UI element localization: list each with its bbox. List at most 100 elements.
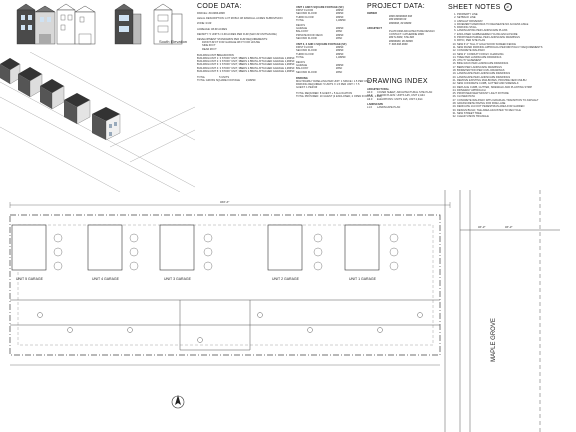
sheet-title: COVER SHEET, ARCHITECTURAL SITE PLAN (377, 91, 433, 95)
sheet-note-item: DRIVEWAY APPROACH (457, 89, 574, 92)
sheet-note-item: TREE PER LANDSCAPE DRAWINGS (457, 56, 574, 59)
deck2-value: ##SF (336, 67, 343, 71)
sheet-note-item: CLEAR VISION TRIANGLE (457, 115, 574, 118)
sheet-note-item: NEW 6'-0" TALL 6" HIGH WOOD SCREEN FENCE (457, 43, 574, 46)
uf2-value: ###SF (336, 49, 344, 53)
deck-value: ##SF (336, 36, 343, 40)
buildings-title: BUILDING/UNIT BREAKDOWN (197, 53, 234, 57)
deck2-label: GARAGE (296, 64, 308, 68)
code-line: PARCEL: ##-####-#### (197, 12, 225, 15)
sheet-number: L1.0 (367, 106, 373, 110)
driveway (10, 299, 440, 351)
note-symbol-icon: # (503, 3, 512, 11)
uf2-value: 1,###SF (336, 55, 346, 59)
uf2-label: TOTAL (296, 55, 305, 59)
sheet-title: FLOOR PLANS: UNITS 1&5, UNIT 2,3&4 (377, 94, 425, 98)
building-line: BUILDING/UNIT 2: 3 STORY UNIT, 3BEDS 2.5… (197, 60, 295, 64)
uf2-value: ###SF (336, 52, 344, 56)
deck-value: ###SF (336, 33, 344, 37)
elevation-1 (16, 3, 56, 45)
uf2-label: SECOND FLOOR (296, 49, 317, 53)
unit2-footage-title: UNIT 2, 3 AND 4 SQUARE FOOTAGE (SF) (296, 43, 347, 47)
sheet-note-item: PATIO, PER SITE PLAN (457, 39, 574, 42)
code-line: ZONE: R-## (197, 22, 212, 26)
decks2-title: DECKS (296, 61, 305, 65)
project-data-block: PROJECT DATA: OWNER #### ######## ### ##… (367, 3, 447, 46)
setback-line (17, 224, 434, 346)
sheet-note-item: BIKE RACK PER LANDSCAPE DRAWINGS (457, 62, 574, 65)
site-plan: UNIT 5 GARAGE UNIT 4 GARAGE UNIT 3 GARAG… (9, 190, 560, 432)
sheet-note-item: NEW PAVED PARKING APPROACH PER ### POLIC… (457, 46, 574, 49)
sheet-number: A0.0 (367, 91, 373, 95)
sheet-number: A2.0 (367, 94, 373, 98)
code-line: DENSITY: 5 UNITS / 0.## ACRES PER R-## (… (197, 32, 277, 36)
uf-value: ###SF (336, 12, 344, 16)
parking-line: MULTIFAMILY DWELLING PER UNIT: 1 SPACE /… (296, 80, 371, 84)
code-data-title: CODE DATA: (197, 3, 242, 10)
code-line: LEGAL DESCRIPTION: LOT ## BLK ## RANDALL… (197, 17, 283, 21)
owner-line: #######, ## ##### (389, 21, 412, 25)
dimension-label: ##'-#" (505, 225, 513, 229)
total-sf-label: TOTAL GROSS SQUARE FOOTAGE (197, 79, 240, 83)
deck-label: PRIVATE ROOF DECK (296, 33, 323, 37)
code-line: DEVELOPMENT STANDARDS PER R-## REQUIREME… (197, 38, 268, 42)
uf2-label: FIRST FLOOR (296, 46, 314, 50)
sheet-note-item: DESIGN BUILD; THE AREA ADJUSTED TO RECYC… (457, 109, 574, 112)
sheet-note-item: PROPOSED NEW MOUNT LIGHT FIXTURE (457, 92, 574, 95)
deck-label: BALCONY (296, 30, 309, 34)
building-line: BUILDING/UNIT 3: 3 STORY UNIT, 3BEDS 2.5… (197, 63, 295, 67)
architect-line: CONTACT: CATHERINE #### (389, 33, 424, 37)
parking-title: PARKING (296, 76, 308, 80)
parking-line: TOTAL PROVIDED: 10 GUEST (2 ENCLOSED, 2 … (296, 94, 382, 98)
deck2-value: ###SF (336, 64, 344, 68)
planting-circles (53, 233, 399, 271)
elevation-label: South Elevation (159, 39, 188, 44)
sheet-note-item: CONCRETE WALKWAY WITH GRADUAL TRANSITION… (457, 99, 574, 102)
dimension-label: ###'-#" (220, 200, 229, 204)
unit-footage-block: UNIT 1 AND 5 SQUARE FOOTAGE (SF) FIRST F… (296, 6, 382, 98)
owner-line: ### ###### ## (389, 18, 407, 22)
elevation-thumbnails: South Elevation (2, 2, 198, 52)
sheet-note-item: LANDSCAPING PER LANDSCAPE PLANS (457, 29, 574, 32)
owner-line: #### ######## ### (389, 15, 413, 19)
index-section-label: LANDSCAPE (367, 102, 384, 106)
building-line: BUILDING/UNIT 1: 3 STORY UNIT, 3BEDS 2.5… (197, 57, 295, 61)
deck-value: ##SF (336, 30, 343, 34)
sheet-note-item: SETBACK LINE (457, 16, 574, 19)
sheet-notes-title: SHEET NOTES (448, 3, 501, 11)
sheet-notes-block: SHEET NOTES # PROPERTY LINESETBACK LINEA… (448, 3, 574, 119)
sheet-note-item: BIORETENTION PER CIVIL DRAWINGS (457, 69, 574, 72)
architect-line: ### N ####, STE ### (389, 36, 414, 40)
uf-label: FIRST FLOOR (296, 9, 314, 13)
code-line: ACREAGE: ##.## ACRES (197, 27, 228, 31)
sheet-note-item: REMOVE EXISTING MAILBOXES, PROVIDE NEW C… (457, 79, 574, 82)
uf-label: TOTAL (296, 18, 305, 22)
sheet-note-item: NEW 2" CONDUIT FOR EV CHARGING (457, 53, 574, 56)
sheet-note-item: PROPOSED PARCEL PER LANDSCAPE DRAWINGS (457, 36, 574, 39)
building-line: BUILDING/UNIT 5: 3 STORY UNIT, 3BEDS 2.5… (197, 69, 295, 73)
sheet-note-item: ASPHALT DRIVEWAY (457, 20, 574, 23)
sheet-number: A3.0 (367, 97, 373, 101)
property-boundary (9, 214, 441, 356)
deck-value: ###SF (336, 27, 344, 31)
uf-label: SECOND FLOOR (296, 12, 317, 16)
unit-footage-title: UNIT 1 AND 5 SQUARE FOOTAGE (SF) (296, 6, 344, 9)
sheet-note-item: NEW STREET TREE (457, 112, 574, 115)
drawing-index-block: DRAWING INDEX ARCHITECTURAL A0.0 COVER SH… (367, 78, 447, 109)
deck2-label: SECOND FLOOR (296, 70, 317, 74)
elevation-drawings (16, 3, 183, 45)
sheet-note-item: LANDSCAPE PER LANDSCAPE DRAWINGS (457, 76, 574, 79)
unit-label: UNIT 4 GARAGE (92, 277, 120, 281)
uf-value: ###SF (336, 9, 344, 13)
unit-footprints (11, 224, 380, 271)
axon-houses (0, 58, 121, 141)
sheet-note-item: BERM PER LANDSCAPE DRAWINGS (457, 66, 574, 69)
elevation-4 (153, 3, 183, 45)
drawing-index-title: DRAWING INDEX (367, 78, 428, 85)
index-section-label: ARCHITECTURAL (367, 88, 390, 91)
decks-title: DECKS (296, 24, 305, 28)
north-arrow-icon (171, 395, 185, 409)
unit-label: UNIT 5 GARAGE (16, 277, 44, 281)
unit-label: UNIT 3 GARAGE (164, 277, 192, 281)
uf2-label: THIRD FLOOR (296, 52, 314, 56)
